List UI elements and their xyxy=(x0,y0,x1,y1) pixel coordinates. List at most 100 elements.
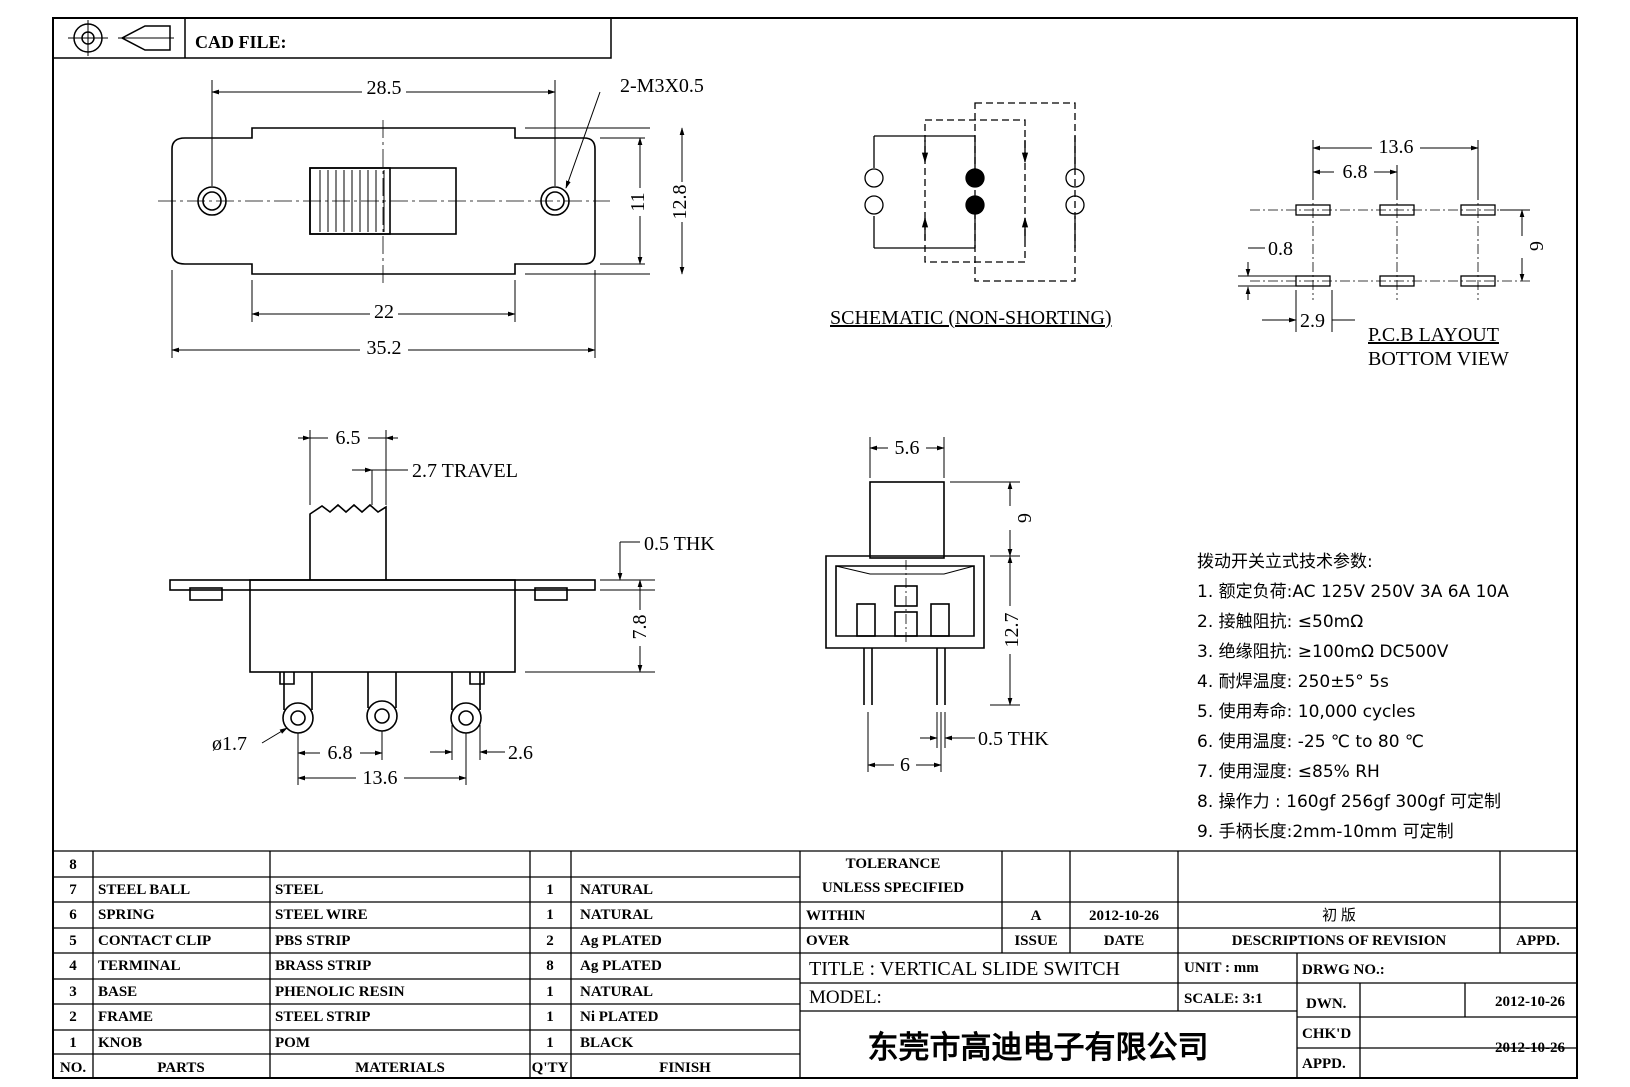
scale-label: SCALE: 3:1 xyxy=(1184,991,1263,1007)
bom-no: 7 xyxy=(69,882,77,898)
bom-part: TERMINAL xyxy=(98,958,181,974)
bom-qty: 1 xyxy=(546,1035,554,1051)
title-block-text: TOLERANCE UNLESS SPECIFIED WITHIN OVER A… xyxy=(806,856,1565,1072)
dim-35-2: 35.2 xyxy=(367,337,402,359)
dim-22: 22 xyxy=(374,301,394,323)
side-dim-2-6: 2.6 xyxy=(508,742,533,764)
appd2-label: APPD. xyxy=(1302,1056,1346,1072)
header-box: CAD FILE: xyxy=(52,17,612,59)
bom-finish: NATURAL xyxy=(580,907,653,923)
side-dim-thk: 0.5 THK xyxy=(644,533,715,555)
side-dim-7-8: 7.8 xyxy=(629,615,651,640)
bom-material: POM xyxy=(275,1035,310,1051)
side-dim-travel: 2.7 TRAVEL xyxy=(412,460,518,482)
end-dim-6-top: 6 xyxy=(1013,513,1035,523)
chkd-label: CHK'D xyxy=(1302,1026,1351,1042)
bom-finish: Ag PLATED xyxy=(580,958,662,974)
spec-item: 2. 接触阻抗: ≤50mΩ xyxy=(1197,612,1364,632)
schematic-caption: SCHEMATIC (NON-SHORTING) xyxy=(830,307,1112,329)
issue-label: ISSUE xyxy=(1014,933,1057,949)
side-dim-13-6: 13.6 xyxy=(363,767,398,789)
dwn-date: 2012-10-26 xyxy=(1495,994,1565,1010)
bom-header-finish: FINISH xyxy=(659,1060,711,1076)
spec-item: 4. 耐焊温度: 250±5° 5s xyxy=(1197,672,1389,692)
spec-item: 1. 额定负荷:AC 125V 250V 3A 6A 10A xyxy=(1197,582,1509,602)
spec-item: 5. 使用寿命: 10,000 cycles xyxy=(1197,702,1416,722)
bom-no: 1 xyxy=(69,1035,77,1051)
end-view-labels: 5.6 6 12.7 0.5 THK 6 xyxy=(888,436,1049,776)
sheet-border xyxy=(52,17,1578,1079)
spec-item: 9. 手柄长度:2mm-10mm 可定制 xyxy=(1197,822,1454,842)
bom-no: 8 xyxy=(69,857,77,873)
dim-12-8: 12.8 xyxy=(669,185,691,220)
end-dim-12-7: 12.7 xyxy=(1001,613,1023,648)
issue-value: A xyxy=(1031,908,1042,924)
title-block xyxy=(800,851,1577,1078)
descriptions-label: DESCRIPTIONS OF REVISION xyxy=(1232,933,1447,949)
pcb-caption-2: BOTTOM VIEW xyxy=(1368,348,1509,370)
bom-qty: 1 xyxy=(546,984,554,1000)
bom-material: PHENOLIC RESIN xyxy=(275,984,405,1000)
end-view xyxy=(825,437,1020,772)
bom-finish: BLACK xyxy=(580,1035,634,1051)
end-dim-5-6: 5.6 xyxy=(895,437,920,459)
spec-title: 拨动开关立式技术参数: xyxy=(1197,552,1373,572)
bom-no: 4 xyxy=(69,958,77,974)
bom-no: 2 xyxy=(69,1009,77,1025)
bom-no: 6 xyxy=(69,907,77,923)
bom-finish: NATURAL xyxy=(580,984,653,1000)
unit-label: UNIT : mm xyxy=(1184,960,1259,976)
bom-qty: 1 xyxy=(546,1009,554,1025)
spec-item: 7. 使用湿度: ≤85% RH xyxy=(1197,762,1380,782)
top-view-labels: 28.5 2-M3X0.5 11 12.8 22 35.2 xyxy=(360,75,704,359)
company-name: 东莞市高迪电子有限公司 xyxy=(868,1030,1209,1065)
schematic xyxy=(864,102,1085,282)
bom-part: STEEL BALL xyxy=(98,882,190,898)
bom-table xyxy=(53,850,1577,1078)
side-dim-6-5: 6.5 xyxy=(336,427,361,449)
bom-no: 5 xyxy=(69,933,77,949)
dim-11: 11 xyxy=(627,192,649,211)
bom-qty: 8 xyxy=(546,958,554,974)
bom-header-parts: PARTS xyxy=(157,1060,205,1076)
bom-qty: 1 xyxy=(546,882,554,898)
side-view-labels: 6.5 2.7 TRAVEL 0.5 THK 7.8 ø1.7 6.8 2.6 … xyxy=(212,425,715,789)
end-dim-6-bottom: 6 xyxy=(900,754,910,776)
spec-item: 3. 绝缘阻抗: ≥100mΩ DC500V xyxy=(1197,642,1449,662)
bom-part: BASE xyxy=(98,984,137,1000)
over-label: OVER xyxy=(806,933,850,949)
pcb-labels: 13.6 6.8 0.8 6 2.9 P.C.B LAYOUT BOTTOM V… xyxy=(1268,134,1547,370)
bom-material: BRASS STRIP xyxy=(275,958,371,974)
bom-header-qty: Q'TY xyxy=(532,1060,569,1076)
dim-28-5: 28.5 xyxy=(367,77,402,99)
pcb-layout xyxy=(1238,140,1530,332)
bom-finish: Ni PLATED xyxy=(580,1009,659,1025)
title-label: TITLE : VERTICAL SLIDE SWITCH xyxy=(809,958,1120,980)
bom-part: SPRING xyxy=(98,907,155,923)
date-value: 2012-10-26 xyxy=(1089,908,1159,924)
tolerance-label: TOLERANCE xyxy=(846,856,941,872)
bom-header-no: NO. xyxy=(60,1060,87,1076)
pcb-dim-0-8: 0.8 xyxy=(1268,238,1293,260)
model-label: MODEL: xyxy=(809,987,882,1008)
bom-part: FRAME xyxy=(98,1009,153,1025)
revision-value: 初 版 xyxy=(1322,907,1356,924)
end-dim-thk: 0.5 THK xyxy=(978,728,1049,750)
bom-header-materials: MATERIALS xyxy=(355,1060,445,1076)
bom-text: 8 7 STEEL BALL STEEL 1 NATURAL 6 SPRING … xyxy=(60,857,711,1076)
pcb-dim-2-9: 2.9 xyxy=(1300,310,1325,332)
cad-file-label: CAD FILE: xyxy=(195,32,287,52)
date-label: DATE xyxy=(1104,933,1145,949)
spec-item: 8. 操作力 : 160gf 256gf 300gf 可定制 xyxy=(1197,792,1502,812)
pcb-caption-1: P.C.B LAYOUT xyxy=(1368,324,1499,346)
spec-list: 拨动开关立式技术参数: 1. 额定负荷:AC 125V 250V 3A 6A 1… xyxy=(1197,547,1617,847)
bom-finish: Ag PLATED xyxy=(580,933,662,949)
bom-qty: 1 xyxy=(546,907,554,923)
pcb-dim-13-6: 13.6 xyxy=(1379,136,1414,158)
within-label: WITHIN xyxy=(806,908,865,924)
unless-label: UNLESS SPECIFIED xyxy=(822,880,964,896)
chkd-date: 2012-10-26 xyxy=(1495,1040,1565,1056)
pcb-dim-6-8: 6.8 xyxy=(1343,161,1368,183)
bom-part: KNOB xyxy=(98,1035,142,1051)
